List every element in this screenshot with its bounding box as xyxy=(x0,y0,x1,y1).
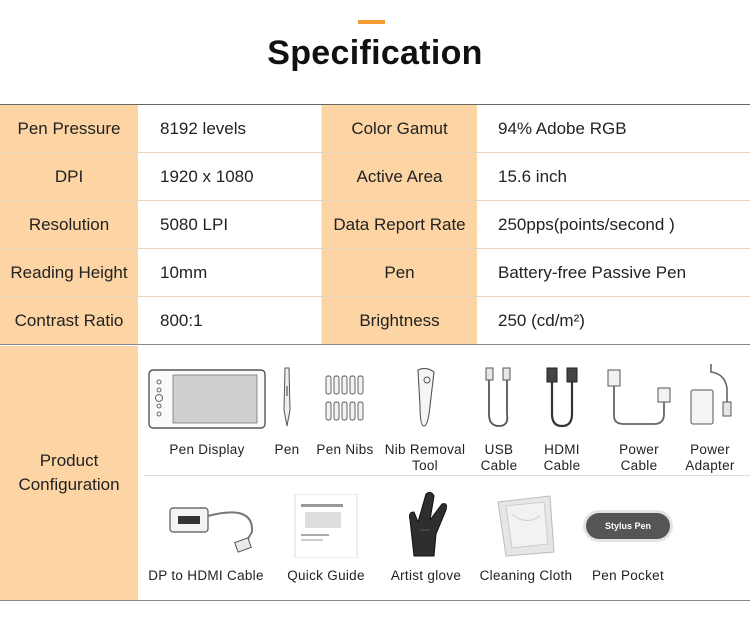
hdmi-cable-icon xyxy=(546,367,578,428)
config-item-label: Power Adapter xyxy=(678,442,742,474)
config-item: DP to HDMI Cable xyxy=(144,494,268,584)
spec-label: Data Report Rate xyxy=(322,201,477,248)
spec-label: Reading Height xyxy=(0,249,138,296)
spec-value: 1920 x 1080 xyxy=(138,153,322,200)
pen-icon xyxy=(283,367,291,427)
item-line2: Adapter xyxy=(685,458,735,473)
spec-value: 8192 levels xyxy=(138,105,322,152)
config-label-line2: Configuration xyxy=(18,475,120,494)
spec-label: Resolution xyxy=(0,201,138,248)
config-item: Nib Removal Tool xyxy=(380,366,470,474)
spec-value: 10mm xyxy=(138,249,322,296)
usb-cable-icon xyxy=(485,367,511,427)
config-divider xyxy=(144,475,750,476)
config-item: Cleaning Cloth xyxy=(474,494,578,584)
nib-removal-tool-icon xyxy=(417,367,435,427)
config-items: Pen Display Pen Pen Nibs xyxy=(138,346,750,600)
config-item-label: USB Cable xyxy=(470,442,528,474)
config-item: Stylus Pen Pen Pocket xyxy=(582,494,674,584)
config-label: Product Configuration xyxy=(0,346,138,600)
spec-table: Pen Pressure 8192 levels Color Gamut 94%… xyxy=(0,104,750,345)
config-item: Power Cable xyxy=(598,366,680,474)
spec-label: Contrast Ratio xyxy=(0,297,138,344)
pen-pocket-icon: Stylus Pen xyxy=(582,494,674,558)
pen-display-icon xyxy=(148,369,266,429)
config-item: Power Adapter xyxy=(678,362,742,474)
item-line1: Nib Removal xyxy=(384,442,466,457)
config-item-label: Power Cable xyxy=(598,442,680,474)
config-item-label: Artist glove xyxy=(390,568,462,583)
config-item-label: HDMI Cable xyxy=(532,442,592,474)
spec-value: 94% Adobe RGB xyxy=(477,105,750,152)
item-line2: Tool xyxy=(412,458,438,473)
page-title: Specification xyxy=(267,34,483,72)
item-line1: Power xyxy=(690,442,730,457)
item-line2: Cable xyxy=(480,458,518,473)
spec-value: 250 (cd/m²) xyxy=(477,297,750,344)
config-item-label: Cleaning Cloth xyxy=(479,568,573,583)
spec-value: Battery-free Passive Pen xyxy=(477,249,750,296)
item-line2: Cable xyxy=(620,458,658,473)
quick-guide-icon xyxy=(294,494,358,558)
pen-pocket-text: Stylus Pen xyxy=(586,513,670,539)
config-item: Artist glove xyxy=(380,490,472,584)
spec-value: 250pps(points/second ) xyxy=(477,201,750,248)
spec-value: 5080 LPI xyxy=(138,201,322,248)
spec-row: Pen Pressure 8192 levels Color Gamut 94%… xyxy=(0,105,750,153)
dp-to-hdmi-cable-icon xyxy=(169,507,254,553)
spec-label: Pen Pressure xyxy=(0,105,138,152)
power-cable-icon xyxy=(607,369,671,425)
spec-value: 15.6 inch xyxy=(477,153,750,200)
spec-label: Brightness xyxy=(322,297,477,344)
config-item-label: Pen xyxy=(274,442,300,457)
item-line1: Power xyxy=(619,442,659,457)
config-item: Pen Nibs xyxy=(310,366,380,458)
config-item: Pen Display xyxy=(142,366,272,458)
config-item-label: Pen Nibs xyxy=(316,442,374,457)
item-line1: USB xyxy=(484,442,514,457)
product-configuration: Product Configuration Pen Display Pen xyxy=(0,346,750,601)
config-item: Quick Guide xyxy=(280,494,372,584)
power-adapter-icon xyxy=(690,364,732,425)
spec-row: DPI 1920 x 1080 Active Area 15.6 inch xyxy=(0,153,750,201)
config-item-label: DP to HDMI Cable xyxy=(148,568,264,583)
config-label-line1: Product xyxy=(39,451,99,470)
spec-row: Contrast Ratio 800:1 Brightness 250 (cd/… xyxy=(0,297,750,345)
spec-label: Color Gamut xyxy=(322,105,477,152)
title-accent-bar xyxy=(358,20,385,24)
item-line2: Cable xyxy=(543,458,581,473)
spec-value: 800:1 xyxy=(138,297,322,344)
artist-glove-icon xyxy=(409,491,447,557)
config-item: HDMI Cable xyxy=(532,366,592,474)
item-line1: HDMI xyxy=(544,442,580,457)
cleaning-cloth-icon xyxy=(497,495,555,557)
spec-row: Reading Height 10mm Pen Battery-free Pas… xyxy=(0,249,750,297)
spec-label: DPI xyxy=(0,153,138,200)
spec-row: Resolution 5080 LPI Data Report Rate 250… xyxy=(0,201,750,249)
config-item: Pen xyxy=(268,366,306,458)
config-item-label: Pen Display xyxy=(169,442,245,457)
config-item-label: Pen Pocket xyxy=(591,568,665,583)
config-item-label: Nib Removal Tool xyxy=(380,442,470,474)
spec-label: Active Area xyxy=(322,153,477,200)
config-item: USB Cable xyxy=(470,366,528,474)
config-item-label: Quick Guide xyxy=(287,568,365,583)
pen-nibs-icon xyxy=(325,375,364,421)
spec-label: Pen xyxy=(322,249,477,296)
